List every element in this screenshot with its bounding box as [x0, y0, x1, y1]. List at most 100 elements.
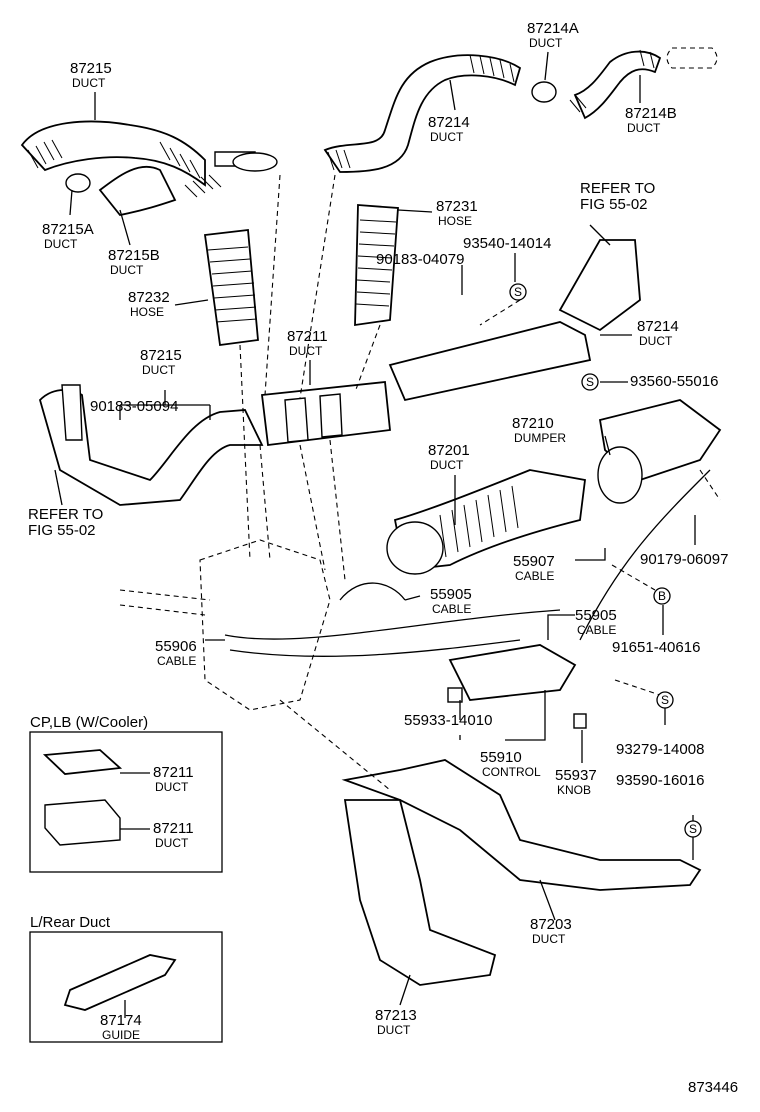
part-number-label: 55906 — [155, 638, 197, 655]
part-number-label: 87174 — [100, 1012, 142, 1029]
part-number-label: 87210 — [512, 415, 554, 432]
part-number-label: 87214 — [637, 318, 679, 335]
leader-lines — [54, 51, 696, 1018]
duct-87201-drawing — [386, 469, 586, 575]
part-number-label: 87211 — [153, 820, 194, 837]
part-number-label: 55910 — [480, 749, 522, 766]
part-number-label: 90179-06097 — [640, 551, 728, 568]
fastener-marker: S — [656, 691, 674, 709]
part-name-label: DUMPER — [514, 431, 566, 445]
part-number-label: 87214A — [527, 20, 579, 37]
part-name-label: KNOB — [557, 783, 591, 797]
part-name-label: CABLE — [577, 623, 616, 637]
part-number-label: 55905 — [575, 607, 617, 624]
part-number-label: 87211 — [153, 764, 194, 781]
marker-letter: S — [661, 693, 669, 707]
inset-cooler-frame — [29, 731, 223, 873]
duct-87215-lower-drawing — [38, 384, 264, 506]
guide-87174-drawing — [63, 954, 177, 1011]
marker-letter: S — [514, 285, 522, 299]
duct-87215-upper-drawing — [20, 120, 278, 216]
inset-rear-title: L/Rear Duct — [30, 914, 111, 931]
part-name-label: DUCT — [627, 121, 661, 135]
part-name-label: CABLE — [157, 654, 196, 668]
heater-unit-drawing — [119, 469, 711, 711]
part-number-label: 90183-04079 — [376, 251, 464, 268]
marker-circle-icon — [509, 283, 527, 301]
part-number-label: 87211 — [287, 328, 328, 345]
part-name-label: DUCT — [430, 130, 464, 144]
part-number-label: 93279-14008 — [616, 741, 704, 758]
fastener-marker: B — [653, 587, 671, 605]
part-number-label: 87232 — [128, 289, 170, 306]
part-name-label: GUIDE — [102, 1028, 140, 1042]
part-name-label: HOSE — [130, 305, 164, 319]
fastener-marker: S — [509, 283, 527, 301]
part-number-label: 87213 — [375, 1007, 417, 1024]
part-name-label: DUCT — [110, 263, 144, 277]
fastener-marker: S — [581, 373, 599, 391]
part-name-label: DUCT — [529, 36, 563, 50]
part-name-label: HOSE — [438, 214, 472, 228]
marker-circle-icon — [656, 691, 674, 709]
marker-letter: B — [658, 589, 666, 603]
part-number-label: 87214 — [428, 114, 470, 131]
part-name-label: CABLE — [432, 602, 471, 616]
part-number-label: 87215 — [140, 347, 182, 364]
connection-lines — [239, 174, 721, 791]
part-number-label: 87215B — [108, 247, 160, 264]
part-number-label: 90183-05094 — [90, 398, 178, 415]
marker-circle-icon — [653, 587, 671, 605]
part-number-label: 91651-40616 — [612, 639, 700, 656]
part-name-label: DUCT — [72, 76, 106, 90]
part-name-label: DUCT — [639, 334, 673, 348]
part-name-label: DUCT — [155, 780, 189, 794]
part-number-label: 55937 — [555, 767, 597, 784]
part-number-label: REFER TO — [580, 180, 655, 197]
duct-87213-drawing — [343, 799, 497, 986]
part-number-label: 87215 — [70, 60, 112, 77]
part-name-label: DUCT — [142, 363, 176, 377]
marker-letter: S — [689, 822, 697, 836]
part-number-label: 87231 — [436, 198, 478, 215]
part-name-label: CABLE — [515, 569, 554, 583]
part-name-label: FIG 55-02 — [580, 196, 648, 213]
part-number-label: 93590-16016 — [616, 772, 704, 789]
part-number-label: REFER TO — [28, 506, 103, 523]
duct-87203-drawing — [341, 759, 702, 891]
part-number-label: 87215A — [42, 221, 94, 238]
part-name-label: DUCT — [289, 344, 323, 358]
part-name-label: CONTROL — [482, 765, 541, 779]
part-number-label: 87201 — [428, 442, 470, 459]
hose-87232-drawing — [203, 228, 259, 347]
marker-circle-icon — [684, 820, 702, 838]
part-number-label: 93560-55016 — [630, 373, 718, 390]
part-name-label: DUCT — [155, 836, 189, 850]
marker-circle-icon — [581, 373, 599, 391]
part-number-label: 55907 — [513, 553, 555, 570]
inset-cooler-title: CP,LB (W/Cooler) — [30, 714, 148, 731]
part-number-label: 87214B — [625, 105, 677, 122]
duct-87211-main-drawing — [260, 239, 641, 447]
part-number-label: 87203 — [530, 916, 572, 933]
part-name-label: FIG 55-02 — [28, 522, 96, 539]
part-number-label: 93540-14014 — [463, 235, 551, 252]
control-55910-drawing — [447, 644, 587, 729]
dumper-87210-drawing — [597, 399, 722, 504]
label-layer: 87215DUCT87215ADUCT87215BDUCT87214DUCT87… — [28, 20, 728, 1042]
part-name-label: DUCT — [44, 237, 78, 251]
part-name-label: DUCT — [532, 932, 566, 946]
hose-87231-drawing — [354, 204, 399, 327]
duct-87214-upper-drawing — [323, 47, 718, 173]
marker-layer: S S B S S — [509, 283, 702, 838]
marker-letter: S — [586, 375, 594, 389]
part-name-label: DUCT — [377, 1023, 411, 1037]
part-name-label: DUCT — [430, 458, 464, 472]
fastener-marker: S — [684, 820, 702, 838]
diagram-id: 873446 — [688, 1079, 738, 1096]
part-number-label: 55905 — [430, 586, 472, 603]
part-number-label: 55933-14010 — [404, 712, 492, 729]
inset-cooler-parts-drawing — [42, 749, 123, 846]
inset-rear-frame — [29, 931, 223, 1043]
